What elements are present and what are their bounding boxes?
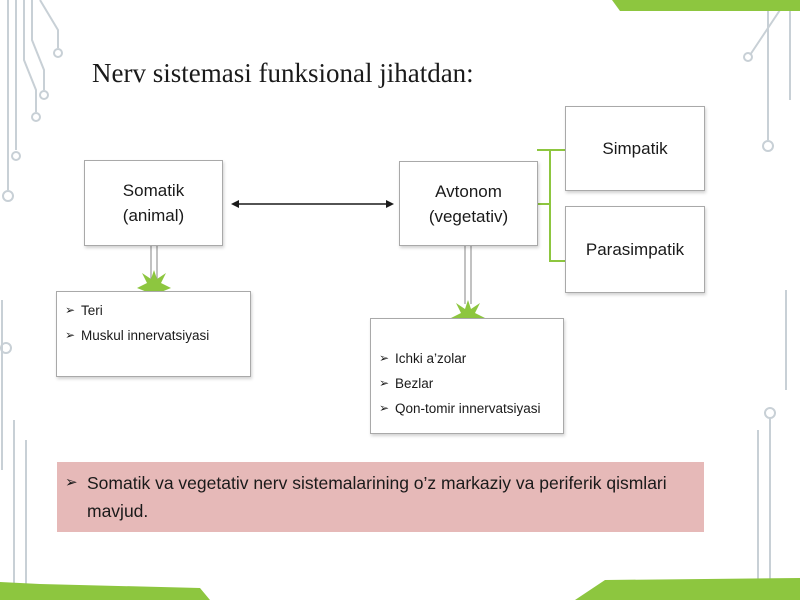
branch-connector [537, 149, 565, 262]
list-item: ➢ Qon-tomir innervatsiyasi [379, 396, 555, 421]
arrow-bullet-icon: ➢ [65, 303, 76, 317]
list-item: ➢ Muskul innervatsiyasi [65, 323, 242, 348]
green-corner-bottom-left [0, 582, 210, 600]
circuit-decoration-left [0, 0, 63, 600]
slide-title: Nerv sistemasi funksional jihatdan: [92, 58, 474, 88]
simpatik-box: Simpatik [565, 106, 705, 191]
somatik-label: Somatik [122, 181, 185, 200]
somatik-list-box: ➢ Teri ➢ Muskul innervatsiyasi [56, 291, 251, 377]
green-corner-bottom-right [575, 578, 800, 600]
avtonom-box: Avtonom (vegetativ) [399, 161, 538, 246]
green-corner-top-right [612, 0, 800, 11]
list-item: ➢ Bezlar [379, 371, 555, 396]
summary-note: ➢ Somatik va vegetativ nerv sistemalarin… [57, 462, 704, 532]
arrow-bullet-icon: ➢ [379, 376, 390, 390]
circuit-decoration-right [743, 0, 791, 600]
arrow-bullet-icon: ➢ [65, 328, 76, 342]
arrow-bullet-icon: ➢ [379, 351, 390, 365]
list-item: ➢ Ichki a’zolar [379, 346, 555, 371]
simpatik-label: Simpatik [602, 139, 668, 158]
parasimpatik-label: Parasimpatik [585, 240, 685, 259]
somatik-sublabel: (animal) [122, 206, 185, 225]
avtonom-list-box: ➢ Ichki a’zolar ➢ Bezlar ➢ Qon-tomir inn… [370, 318, 564, 434]
avtonom-label: Avtonom [435, 181, 502, 201]
list-item: ➢ Teri [65, 298, 242, 323]
summary-note-text: Somatik va vegetativ nerv sistemalarinin… [87, 473, 667, 521]
avtonom-sublabel: (vegetativ) [428, 206, 509, 226]
somatik-box: Somatik (animal) [84, 160, 223, 246]
arrow-bullet-icon: ➢ [65, 474, 78, 491]
parasimpatik-box: Parasimpatik [565, 206, 705, 293]
arrow-bullet-icon: ➢ [379, 401, 390, 415]
